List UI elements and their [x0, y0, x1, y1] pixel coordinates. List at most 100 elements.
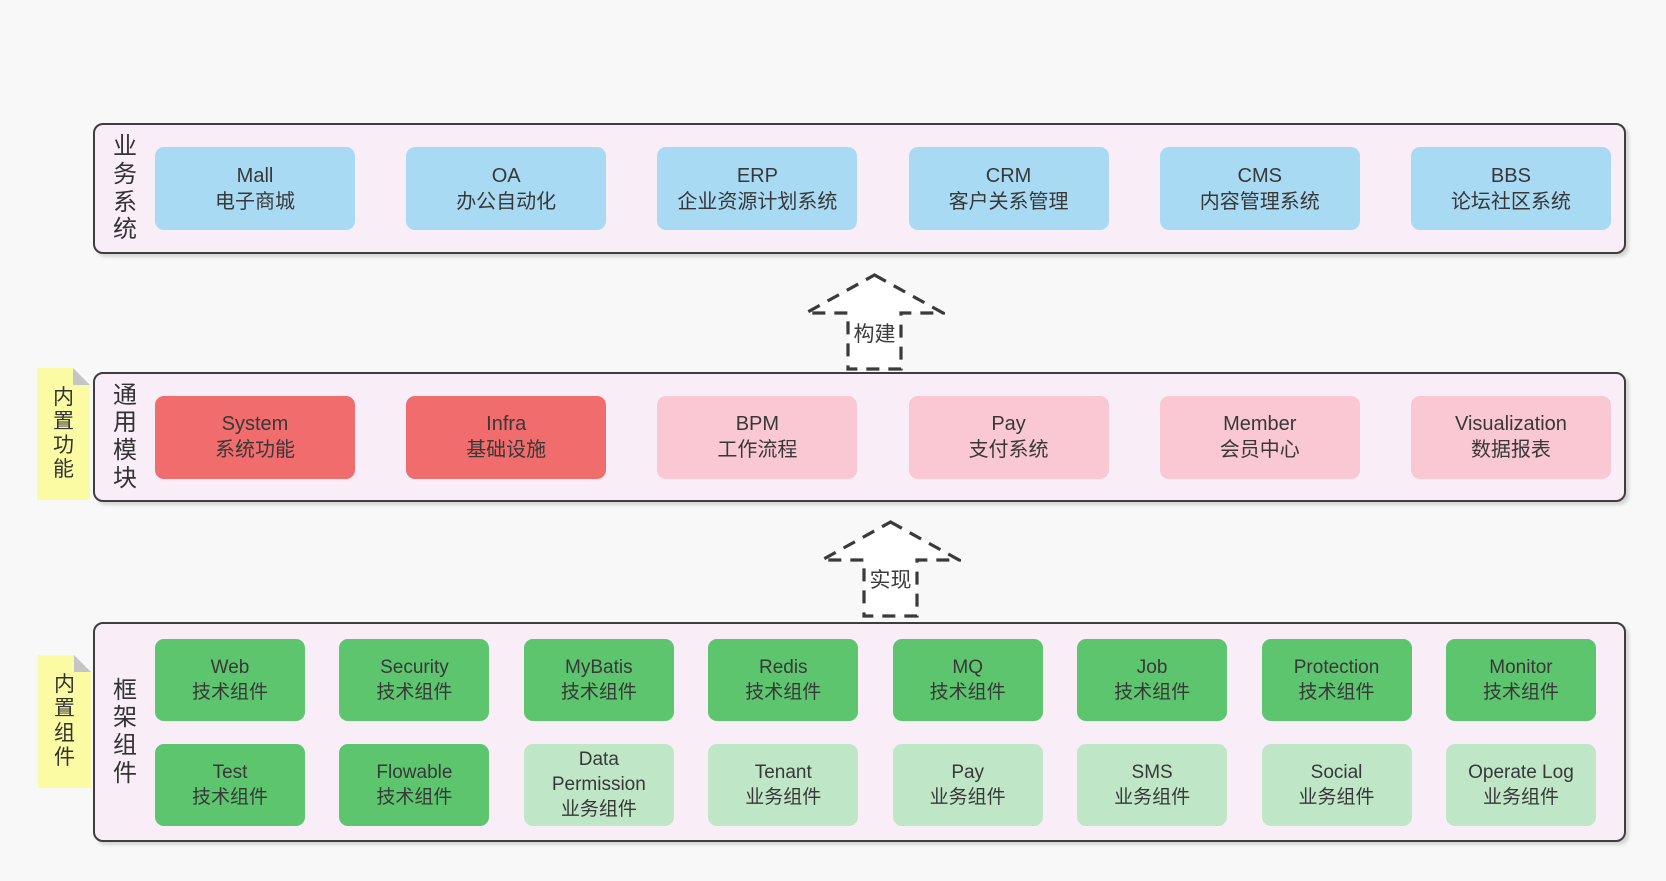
box-title: Monitor	[1489, 656, 1553, 678]
note-body: 内置功能	[37, 368, 90, 500]
arrow-build: 构建	[804, 273, 945, 373]
box-subtitle: 技术组件	[745, 681, 822, 703]
box-subtitle: 技术组件	[191, 681, 268, 703]
box-redis: Redis 技术组件	[708, 638, 859, 721]
band-business-boxes: Mall 电子商城 OA 办公自动化 ERP 企业资源计划系统 CRM 客户关系…	[155, 125, 1624, 252]
note-text: 内置组件	[54, 673, 75, 769]
box-pay-component: Pay 业务组件	[892, 743, 1043, 826]
framework-row-2: Test 技术组件 Flowable 技术组件 Data Permission …	[155, 743, 1596, 826]
box-subtitle: 客户关系管理	[948, 190, 1069, 213]
box-title: Operate Log	[1468, 761, 1574, 783]
box-title: Test	[212, 761, 248, 783]
band-business-systems: 业务系统 Mall 电子商城 OA 办公自动化 ERP 企业资源计划系统 CRM…	[93, 123, 1626, 254]
box-subtitle: 技术组件	[376, 681, 453, 703]
box-subtitle: 支付系统	[968, 439, 1049, 461]
band-label-text: 框架组件	[112, 676, 137, 787]
box-crm: CRM 客户关系管理	[908, 147, 1109, 230]
box-subtitle: 技术组件	[560, 681, 637, 703]
box-title: CMS	[1237, 164, 1282, 187]
box-title: Pay	[991, 413, 1026, 435]
box-subtitle: 业务组件	[560, 799, 637, 820]
box-title: Mall	[236, 164, 274, 187]
box-mq: MQ 技术组件	[892, 638, 1043, 721]
box-title: BBS	[1490, 164, 1531, 187]
box-subtitle: 内容管理系统	[1199, 190, 1320, 213]
box-title: Security	[380, 656, 449, 678]
box-subtitle: 工作流程	[717, 439, 798, 461]
band-common-modules: 通用模块 System 系统功能 Infra 基础设施 BPM 工作流程 Pay…	[93, 372, 1626, 502]
box-title: MyBatis	[565, 656, 633, 678]
box-data-permission: Data Permission 业务组件	[523, 743, 674, 826]
box-social: Social 业务组件	[1261, 743, 1412, 826]
box-subtitle: 数据报表	[1470, 439, 1551, 461]
box-bpm: BPM 工作流程	[657, 395, 858, 479]
box-bbs: BBS 论坛社区系统	[1410, 147, 1611, 230]
box-title: Job	[1136, 656, 1168, 678]
box-subtitle: 企业资源计划系统	[677, 190, 838, 213]
box-subtitle: 业务组件	[929, 786, 1006, 808]
box-subtitle: 系统功能	[215, 439, 295, 461]
box-title: Web	[210, 656, 250, 678]
box-cms: CMS 内容管理系统	[1159, 147, 1360, 230]
box-sms: SMS 业务组件	[1077, 743, 1228, 826]
box-web: Web 技术组件	[155, 638, 305, 721]
box-job: Job 技术组件	[1077, 638, 1228, 721]
band-label-framework-components: 框架组件	[95, 624, 155, 840]
box-test: Test 技术组件	[155, 743, 305, 826]
box-subtitle: 技术组件	[1482, 681, 1559, 703]
note-folded-corner	[74, 655, 91, 672]
band-label-text: 通用模块	[112, 381, 137, 492]
box-title: Tenant	[754, 761, 812, 783]
note-folded-corner	[73, 368, 90, 385]
arrow-implement-label: 实现	[867, 564, 914, 594]
framework-row-1: Web 技术组件 Security 技术组件 MyBatis 技术组件 Redi…	[155, 638, 1596, 721]
box-infra: Infra 基础设施	[406, 395, 607, 479]
band-common-boxes: System 系统功能 Infra 基础设施 BPM 工作流程 Pay 支付系统…	[155, 374, 1624, 500]
box-title: ERP	[736, 164, 778, 187]
band-label-business-systems: 业务系统	[95, 125, 155, 252]
box-title: Pay	[951, 761, 985, 783]
box-title: OA	[491, 164, 521, 187]
box-subtitle: 论坛社区系统	[1450, 190, 1571, 213]
arrow-build-label: 构建	[851, 318, 898, 348]
box-subtitle: 业务组件	[1482, 786, 1559, 808]
box-mall: Mall 电子商城	[155, 147, 355, 230]
box-system: System 系统功能	[155, 395, 355, 479]
box-subtitle: 业务组件	[1114, 786, 1191, 808]
box-title: Protection	[1293, 656, 1380, 678]
note-built-in-components: 内置组件	[38, 655, 91, 788]
box-pay-module: Pay 支付系统	[908, 395, 1109, 479]
box-security: Security 技术组件	[339, 638, 490, 721]
band-framework-components: 框架组件 Web 技术组件 Security 技术组件 MyBatis 技术组件…	[93, 622, 1626, 842]
box-title: Redis	[758, 656, 808, 678]
box-erp: ERP 企业资源计划系统	[657, 147, 858, 230]
box-subtitle: 技术组件	[376, 786, 453, 808]
box-subtitle: 基础设施	[466, 439, 547, 461]
box-title: CRM	[985, 164, 1032, 187]
band-label-common-modules: 通用模块	[95, 374, 155, 500]
box-title: System	[221, 413, 289, 435]
box-subtitle: 业务组件	[745, 786, 822, 808]
box-tenant: Tenant 业务组件	[708, 743, 859, 826]
box-oa: OA 办公自动化	[406, 147, 607, 230]
box-title: Data Permission	[551, 749, 646, 795]
box-member: Member 会员中心	[1159, 395, 1360, 479]
box-subtitle: 电子商城	[215, 190, 295, 213]
note-built-in-features: 内置功能	[37, 368, 90, 500]
box-subtitle: 技术组件	[1298, 681, 1375, 703]
box-monitor: Monitor 技术组件	[1445, 638, 1596, 721]
box-title: SMS	[1131, 761, 1173, 783]
arrow-implement: 实现	[820, 519, 961, 621]
box-subtitle: 会员中心	[1219, 439, 1300, 461]
note-body: 内置组件	[38, 655, 91, 788]
box-subtitle: 办公自动化	[456, 190, 557, 213]
box-subtitle: 技术组件	[1114, 681, 1191, 703]
box-title: MQ	[952, 656, 983, 678]
box-title: BPM	[735, 413, 780, 435]
box-title: Member	[1223, 413, 1297, 435]
box-subtitle: 技术组件	[929, 681, 1006, 703]
band-framework-rows: Web 技术组件 Security 技术组件 MyBatis 技术组件 Redi…	[155, 624, 1624, 840]
box-flowable: Flowable 技术组件	[339, 743, 490, 826]
box-visualization: Visualization 数据报表	[1410, 395, 1611, 479]
